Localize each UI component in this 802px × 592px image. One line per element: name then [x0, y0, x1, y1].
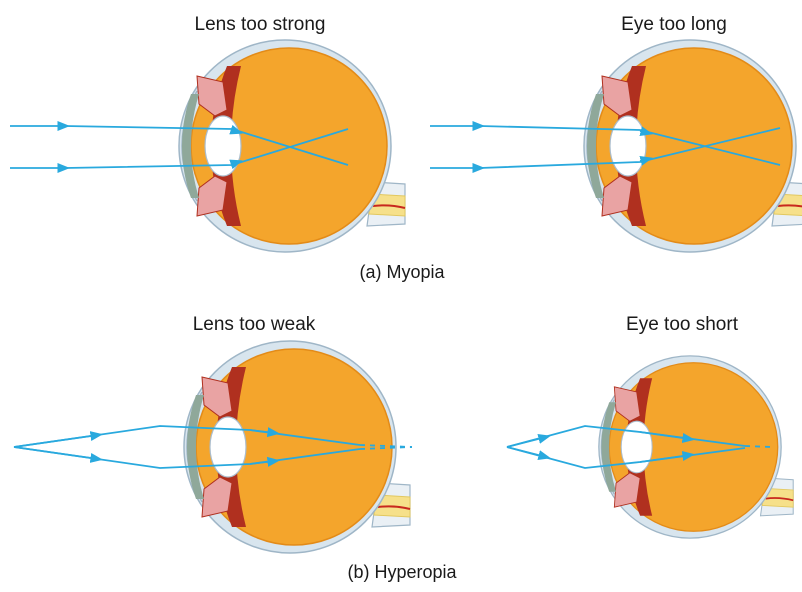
eye-lens-too-weak: [184, 341, 410, 553]
eye-eye-too-long: [584, 40, 802, 252]
eye-eye-too-short: [599, 356, 793, 538]
